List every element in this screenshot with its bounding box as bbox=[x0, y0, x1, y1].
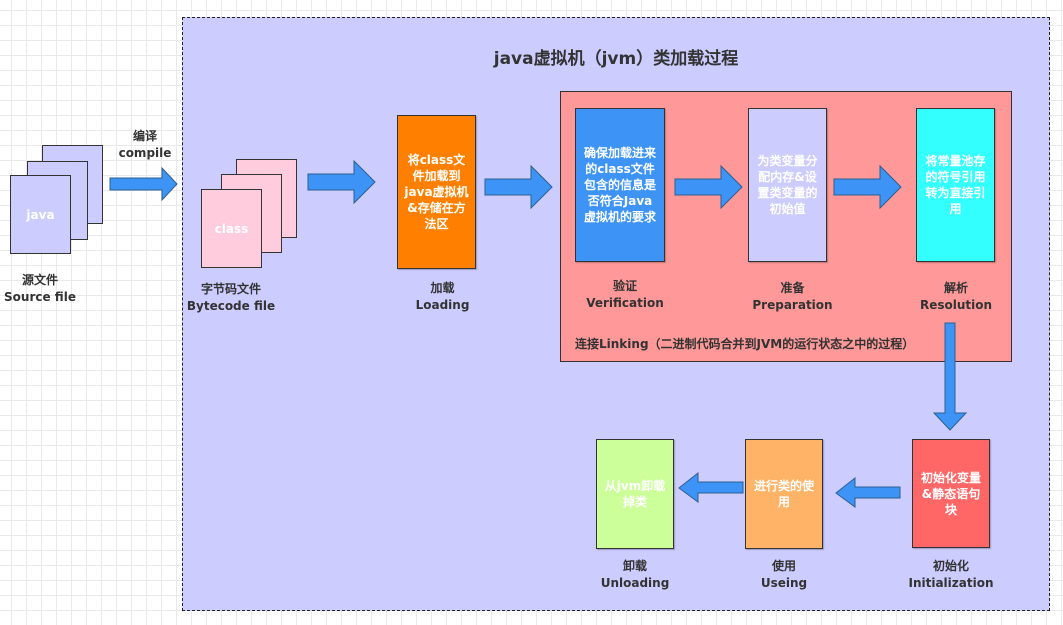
loading-box-text: 将class文件加载到java虚拟机&存储在方法区 bbox=[404, 153, 469, 231]
resolution-box: 将常量池存的符号引用转为直接引用 bbox=[916, 108, 995, 262]
bytecode-caption-en: Bytecode file bbox=[186, 299, 276, 313]
using-box: 进行类的使用 bbox=[745, 439, 823, 549]
preparation-caption-en: Preparation bbox=[752, 298, 833, 312]
unloading-caption-cn: 卸载 bbox=[622, 559, 647, 573]
resolution-caption-cn: 解析 bbox=[943, 281, 968, 295]
verification-box: 确保加载进来的class文件包含的信息是否符合Java虚拟机的要求 bbox=[575, 108, 665, 262]
preparation-caption: 准备 Preparation bbox=[745, 280, 840, 314]
initialization-caption-cn: 初始化 bbox=[932, 559, 969, 573]
arrow-to-initialization bbox=[932, 322, 968, 431]
preparation-box: 为类变量分配内存&设置类变量的初始值 bbox=[748, 108, 827, 262]
source-doc-label: java bbox=[26, 207, 55, 222]
initialization-box: 初始化变量&静态语句块 bbox=[912, 439, 990, 548]
arrow-compile bbox=[109, 166, 178, 202]
class-doc-label: class bbox=[214, 221, 249, 236]
arrow-to-loading bbox=[307, 159, 376, 205]
resolution-caption: 解析 Resolution bbox=[910, 280, 1002, 314]
initialization-caption-en: Initialization bbox=[908, 576, 994, 590]
verification-box-text: 确保加载进来的class文件包含的信息是否符合Java虚拟机的要求 bbox=[583, 146, 656, 224]
loading-box: 将class文件加载到java虚拟机&存储在方法区 bbox=[397, 115, 476, 269]
arrow-to-using bbox=[835, 476, 901, 508]
compile-label-en: compile bbox=[118, 146, 172, 160]
source-caption-cn: 源文件 bbox=[21, 273, 58, 287]
unloading-caption: 卸载 Unloading bbox=[590, 558, 680, 592]
unloading-caption-en: Unloading bbox=[600, 576, 670, 590]
source-caption: 源文件 Source file bbox=[0, 272, 80, 306]
bytecode-caption-cn: 字节码文件 bbox=[200, 282, 261, 296]
preparation-box-text: 为类变量分配内存&设置类变量的初始值 bbox=[757, 154, 818, 216]
using-caption-cn: 使用 bbox=[771, 559, 796, 573]
initialization-box-text: 初始化变量&静态语句块 bbox=[920, 470, 981, 517]
source-doc-front: java bbox=[10, 175, 71, 254]
unloading-box-text: 从jvm卸载掉类 bbox=[604, 479, 666, 509]
loading-caption-cn: 加载 bbox=[430, 281, 455, 295]
linking-label: 连接Linking（二进制代码合并到JVM的运行状态之中的过程） bbox=[575, 337, 915, 351]
loading-caption-en: Loading bbox=[415, 298, 470, 312]
verification-caption: 验证 Verification bbox=[575, 278, 675, 312]
loading-caption: 加载 Loading bbox=[400, 280, 485, 314]
using-caption-en: Useing bbox=[760, 576, 808, 590]
unloading-box: 从jvm卸载掉类 bbox=[596, 439, 674, 549]
source-caption-en: Source file bbox=[4, 290, 76, 304]
verification-caption-cn: 验证 bbox=[612, 279, 637, 293]
bytecode-caption: 字节码文件 Bytecode file bbox=[186, 281, 276, 315]
using-box-text: 进行类的使用 bbox=[753, 479, 814, 509]
resolution-box-text: 将常量池存的符号引用转为直接引用 bbox=[925, 154, 986, 216]
arrow-to-unloading bbox=[678, 471, 744, 503]
verification-caption-en: Verification bbox=[586, 296, 664, 310]
compile-label: 编译 compile bbox=[110, 128, 180, 162]
arrow-to-linking bbox=[484, 164, 553, 210]
initialization-caption: 初始化 Initialization bbox=[905, 558, 997, 592]
compile-label-cn: 编译 bbox=[132, 129, 157, 143]
arrow-to-resolution bbox=[833, 164, 902, 210]
resolution-caption-en: Resolution bbox=[919, 298, 993, 312]
preparation-caption-cn: 准备 bbox=[780, 281, 805, 295]
diagram-title: java虚拟机（jvm）类加载过程 bbox=[493, 49, 739, 69]
arrow-to-preparation bbox=[674, 164, 743, 210]
class-doc-front: class bbox=[201, 189, 262, 268]
using-caption: 使用 Useing bbox=[745, 558, 823, 592]
